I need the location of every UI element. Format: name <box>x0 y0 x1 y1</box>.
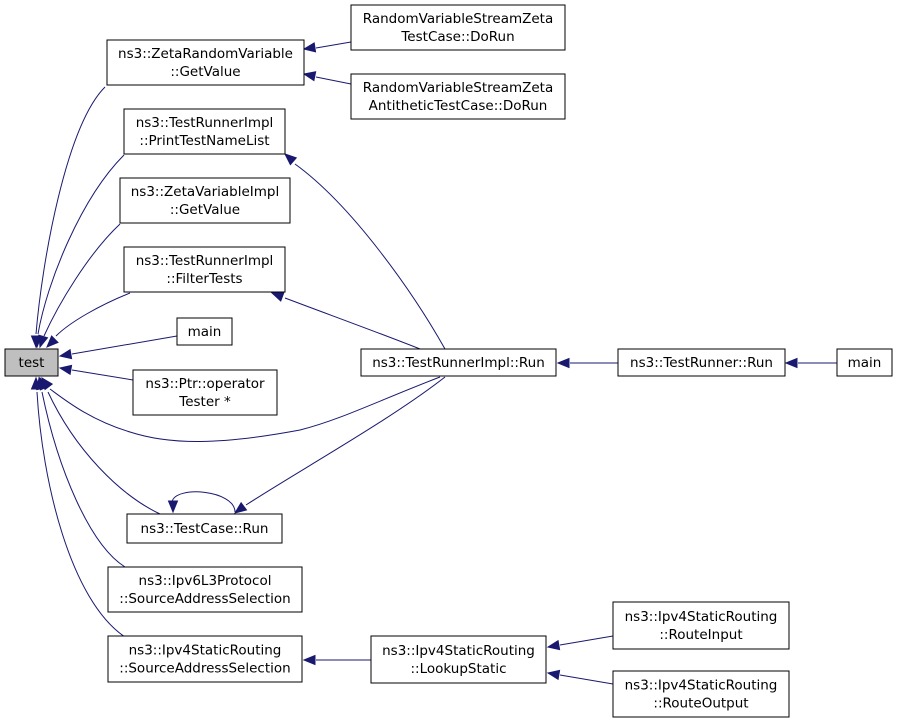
node-label: ::LookupStatic <box>410 661 506 677</box>
node-label: RandomVariableStreamZeta <box>363 80 554 96</box>
node-zvi-getvalue[interactable]: ns3::ZetaVariableImpl::GetValue <box>119 177 291 224</box>
edge-main1-to-test <box>58 335 178 360</box>
node-label: ns3::Ipv4StaticRouting <box>382 643 535 659</box>
node-label: ns3::TestCase::Run <box>141 521 269 537</box>
node-label: ::SourceAddressSelection <box>119 661 290 677</box>
node-label: RandomVariableStreamZeta <box>363 11 554 27</box>
edge-tr_run-to-tri_run <box>556 357 618 369</box>
node-label: ns3::TestRunner::Run <box>630 355 773 371</box>
node-label: ns3::TestRunnerImpl::Run <box>372 355 545 371</box>
edge-rvsz_dorun-to-zrv_getvalue <box>302 41 352 53</box>
node-label: ns3::ZetaVariableImpl <box>131 184 280 200</box>
node-label: ::GetValue <box>170 202 240 218</box>
edge-zvi_getvalue-to-test <box>38 223 121 349</box>
node-ipv4sr-out[interactable]: ns3::Ipv4StaticRouting::RouteOutput <box>612 670 790 718</box>
node-ipv4sr-lookup[interactable]: ns3::Ipv4StaticRouting::LookupStatic <box>370 635 547 684</box>
node-main2[interactable]: main <box>836 348 893 377</box>
node-label: ns3::TestRunnerImpl <box>136 253 274 269</box>
node-label: ::SourceAddressSelection <box>119 591 290 607</box>
edge-ipv4sr_out-to-ipv4sr_lookup <box>546 669 614 685</box>
edge-tc_run-to-tc_run <box>167 491 236 514</box>
node-label: ::RouteInput <box>659 627 742 643</box>
node-label: main <box>188 324 222 340</box>
node-label: Tester * <box>178 394 231 410</box>
edge-tri_print-to-test <box>31 154 125 349</box>
edge-ipv4sr_in-to-ipv4sr_lookup <box>546 635 614 651</box>
node-rvsza-dorun[interactable]: RandomVariableStreamZetaAntitheticTestCa… <box>350 73 566 120</box>
node-test[interactable]: test <box>4 348 59 377</box>
edge-tri_run-to-tc_run <box>233 376 446 514</box>
edge-ipv6_sas-to-test <box>36 376 126 568</box>
node-ipv4sr-sas[interactable]: ns3::Ipv4StaticRouting::SourceAddressSel… <box>107 635 303 683</box>
node-tr-run[interactable]: ns3::TestRunner::Run <box>617 348 786 377</box>
node-label: ns3::ZetaRandomVariable <box>118 46 293 62</box>
edge-ipv4sr_sas-to-test <box>30 376 126 638</box>
node-label: ns3::Ipv4StaticRouting <box>129 643 282 659</box>
node-main1[interactable]: main <box>176 317 233 346</box>
node-label: test <box>19 355 45 371</box>
node-label: ns3::Ipv6L3Protocol <box>139 573 272 589</box>
node-ipv6-sas[interactable]: ns3::Ipv6L3Protocol::SourceAddressSelect… <box>107 566 303 613</box>
node-zrv-getvalue[interactable]: ns3::ZetaRandomVariable::GetValue <box>106 39 305 86</box>
node-tri-run[interactable]: ns3::TestRunnerImpl::Run <box>360 348 557 377</box>
edge-tri_run-to-tri_print <box>284 153 446 350</box>
node-tc-run[interactable]: ns3::TestCase::Run <box>126 513 283 544</box>
graph-edges <box>30 41 837 685</box>
node-label: ns3::TestRunnerImpl <box>136 115 274 131</box>
edge-rvsza_dorun-to-zrv_getvalue <box>302 71 352 85</box>
edge-ipv4sr_lookup-to-ipv4sr_sas <box>302 654 371 666</box>
node-ipv4sr-in[interactable]: ns3::Ipv4StaticRouting::RouteInput <box>612 601 790 650</box>
edge-tri_run-to-tri_filter <box>270 292 421 350</box>
node-label: AntitheticTestCase::DoRun <box>369 98 548 114</box>
node-tri-print[interactable]: ns3::TestRunnerImpl::PrintTestNameList <box>123 108 286 155</box>
node-label: TestCase::DoRun <box>400 29 514 45</box>
graph-nodes: testns3::ZetaRandomVariable::GetValueRan… <box>4 4 893 718</box>
node-label: main <box>848 355 882 371</box>
edge-zrv_getvalue-to-test <box>30 86 106 349</box>
node-label: ns3::Ipv4StaticRouting <box>625 609 778 625</box>
edge-main2-to-tr_run <box>784 357 837 369</box>
node-label: ns3::Ipv4StaticRouting <box>625 678 778 694</box>
node-label: ::GetValue <box>170 64 240 80</box>
edge-ptr_op-to-test <box>58 364 134 381</box>
node-label: ns3::Ptr::operator <box>145 376 265 392</box>
edge-tri_filter-to-test <box>46 292 131 348</box>
node-label: ::FilterTests <box>166 271 242 287</box>
node-label: ::PrintTestNameList <box>139 133 269 149</box>
node-tri-filter[interactable]: ns3::TestRunnerImpl::FilterTests <box>123 246 286 293</box>
node-label: ::RouteOutput <box>653 696 748 712</box>
